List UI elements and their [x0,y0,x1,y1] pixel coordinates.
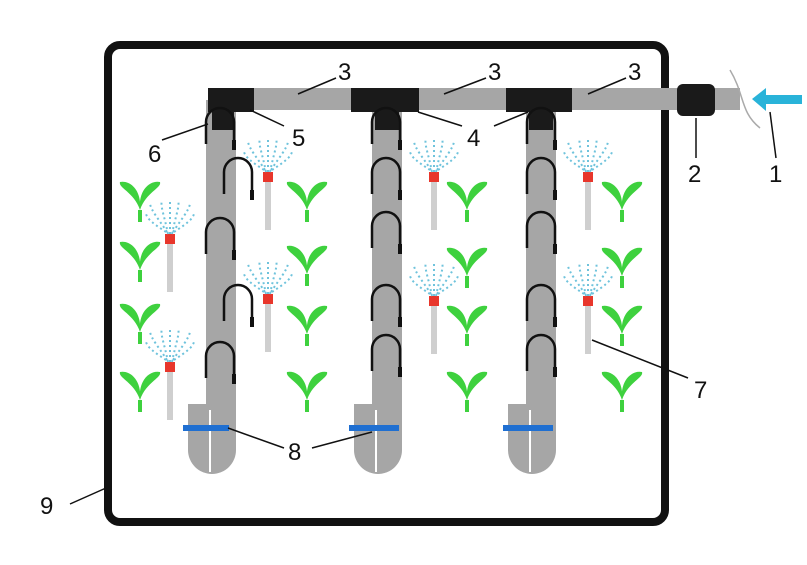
arrow-left-icon [752,88,802,111]
lateral-pipe-1 [188,100,236,474]
label-2: 2 [688,161,701,188]
label-1: 1 [769,161,782,188]
label-5: 5 [292,125,305,152]
lateral-pipe-3 [508,100,556,474]
leader-lines [69,77,777,505]
label-3b: 3 [488,59,501,86]
garden-bed-border [104,41,669,526]
label-3a: 3 [338,59,351,86]
pipe-connector [677,84,715,116]
label-9: 9 [40,493,53,520]
clamp-2 [349,425,399,431]
inlet-hose-curve [729,69,761,129]
label-8: 8 [288,439,301,466]
label-4: 4 [467,125,480,152]
lateral-pipe-2 [354,100,402,474]
label-3c: 3 [628,59,641,86]
label-7: 7 [694,377,707,404]
clamp-1 [183,425,229,431]
clamp-3 [503,425,553,431]
label-6: 6 [148,141,161,168]
main-pipe [210,88,740,110]
